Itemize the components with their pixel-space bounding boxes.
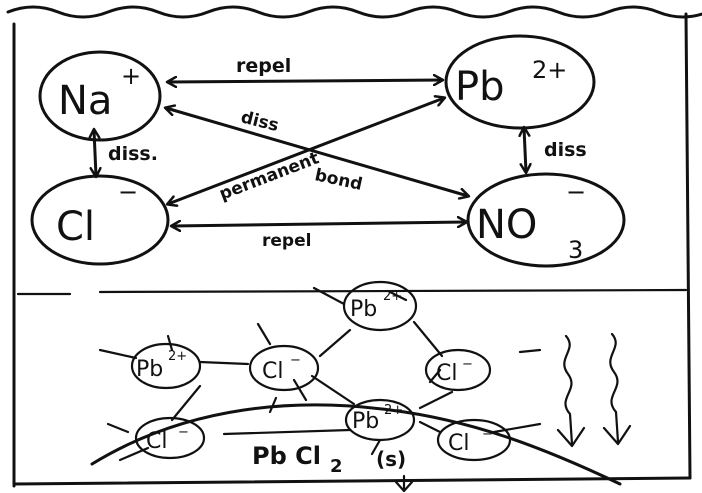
cl-pb-bond-label-2: bond: [313, 165, 364, 195]
lattice-pb-ion-left: [130, 342, 202, 390]
lattice-cl-symbol-middle: Cl: [262, 359, 283, 384]
lattice-bonds: [170, 320, 454, 436]
lattice-cl-charge-middle: −: [290, 353, 301, 368]
pb-ion: Pb 2+: [444, 34, 596, 130]
pb-ion-charge: 2+: [532, 56, 567, 84]
cl-no3-repel-label: repel: [262, 231, 311, 251]
lattice-cl-ion-bottom-left: [134, 416, 206, 460]
lattice-pb-ion-bottom: [344, 398, 416, 442]
sinking-arrows: [556, 332, 632, 448]
na-cl-diss-label: diss.: [108, 143, 158, 165]
no3-ion-subscript: 3: [568, 236, 583, 264]
no3-ion-charge: −: [566, 178, 586, 206]
na-ion: Na +: [38, 50, 162, 142]
cl-pb-bond-label-1: permanent: [217, 148, 322, 204]
precipitate-down-arrow: [394, 474, 414, 493]
lattice-pb-symbol-bottom: Pb: [352, 409, 379, 434]
pb-no3-diss-label: diss: [544, 139, 587, 161]
pb-ion-symbol: Pb: [455, 64, 505, 110]
section-divider-line: [16, 288, 688, 296]
beaker: [6, 5, 702, 488]
na-pb-repel-label: repel: [236, 55, 291, 77]
na-pb-repel-arrow: [168, 80, 442, 82]
precipitate-state: (s): [376, 447, 406, 471]
lattice-cl-ion-middle: [248, 344, 320, 392]
beaker-right-wall: [684, 12, 692, 480]
cl-ion: Cl −: [30, 174, 170, 266]
sinking-arrow-left: [556, 334, 586, 448]
beaker-bottom: [12, 476, 692, 486]
lattice-pb-symbol: Pb: [350, 297, 377, 322]
precipitate-lattice: Pb 2+ Pb 2+ Cl − Cl − Cl − Pb 2+ Cl −: [98, 280, 542, 462]
lattice-cl-ion-bottom-right: [436, 418, 512, 462]
precipitate: Pb Cl 2 (s): [90, 403, 622, 493]
cl-ion-symbol: Cl: [56, 204, 95, 250]
lattice-bond-stubs: [98, 286, 542, 462]
na-cl-diss-arrow: [94, 130, 96, 176]
precipitate-subscript: 2: [330, 456, 343, 477]
lattice-cl-symbol-right: Cl: [436, 361, 457, 386]
cl-pb-bond-arrow: [168, 98, 444, 204]
precipitate-formula: Pb Cl: [252, 442, 321, 470]
lattice-cl-symbol-bottom-right: Cl: [448, 431, 469, 456]
lattice-pb-charge-left: 2+: [168, 349, 187, 364]
lattice-cl-charge-bottom-left: −: [178, 425, 189, 440]
pb-no3-diss-arrow: [524, 128, 526, 172]
sinking-arrow-right: [602, 332, 632, 446]
cl-no3-repel-arrow: [172, 222, 466, 226]
na-ion-charge: +: [121, 62, 141, 90]
lattice-pb-symbol-left: Pb: [136, 357, 163, 382]
no3-ion-symbol: NO: [476, 202, 537, 248]
lattice-cl-charge-bottom-right: −: [482, 427, 493, 442]
cl-ion-charge: −: [118, 178, 138, 206]
lattice-cl-charge-right: −: [462, 357, 473, 372]
na-ion-symbol: Na: [58, 78, 112, 124]
cl-ion-circle: [30, 174, 170, 266]
lattice-pb-ion: [342, 280, 418, 332]
water-surface-line: [6, 5, 702, 19]
lattice-pb-charge: 2+: [383, 289, 402, 304]
no3-ion: NO 3 −: [466, 172, 626, 268]
precipitate-arc: [90, 403, 622, 486]
lattice-cl-ion-right: [424, 348, 492, 392]
